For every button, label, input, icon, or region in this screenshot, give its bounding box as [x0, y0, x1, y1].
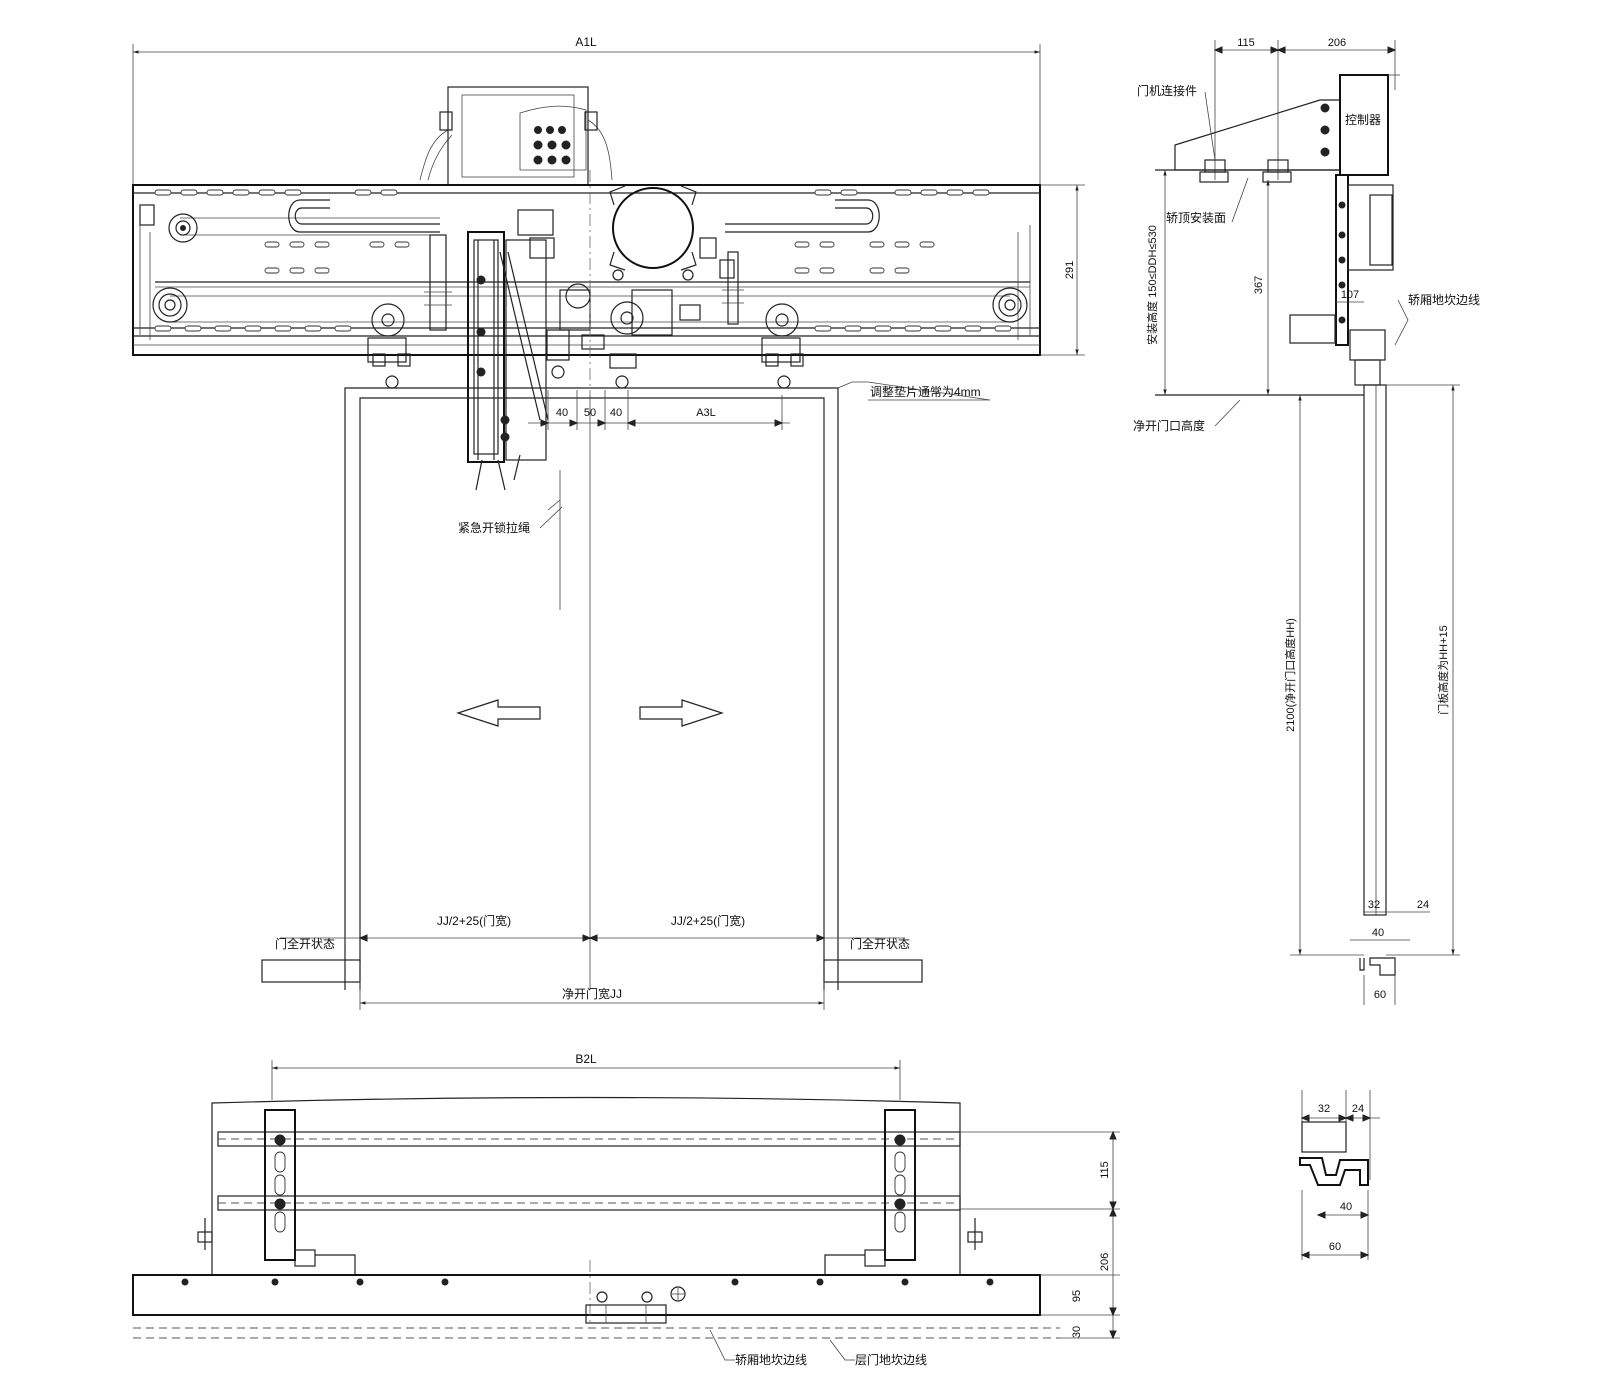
dim-2100: 2100(净开门口高度HH)	[1283, 618, 1297, 732]
dim-half-width-right: JJ/2+25(门宽)	[671, 913, 745, 928]
side-view: 115 206 门机连接件 控制器 轿顶安装面	[1133, 37, 1480, 1005]
label-car-top-surface: 轿顶安装面	[1166, 210, 1226, 225]
label-car-sill-edge: 轿厢地坎边线	[735, 1352, 807, 1367]
top-dim-30: 30	[1071, 1326, 1083, 1338]
dim-206: 206	[1328, 37, 1346, 49]
side-dim-32: 32	[1368, 899, 1380, 911]
top-dim-95: 95	[1071, 1290, 1083, 1302]
hanger-roller-left	[367, 303, 411, 389]
header-slots	[154, 189, 1012, 332]
arrow-right-icon	[639, 699, 724, 727]
arrow-left-icon	[456, 699, 541, 727]
side-dim-40: 40	[1372, 927, 1384, 939]
dim-107: 107	[1341, 289, 1359, 301]
detail-view: 32 24 40 60	[1299, 1090, 1380, 1260]
pulley-left	[152, 287, 188, 323]
dim-40-left: 40	[556, 407, 568, 419]
top-view: B2L	[132, 1052, 1120, 1367]
label-landing-sill-edge: 层门地坎边线	[855, 1352, 927, 1367]
controller-box	[419, 86, 613, 186]
hanger-roller-center	[609, 301, 644, 389]
side-dim-24: 24	[1417, 899, 1429, 911]
pulley-right	[992, 287, 1028, 323]
detail-dim-24: 24	[1352, 1103, 1364, 1115]
detail-dim-60: 60	[1329, 1241, 1341, 1253]
operator-header	[132, 184, 1041, 356]
dim-clear-width: 净开门宽JJ	[562, 986, 622, 1001]
door-knife-assembly	[424, 209, 744, 491]
top-dim-115: 115	[1099, 1161, 1111, 1179]
dim-panel-height: 门板高度为HH+15	[1436, 625, 1450, 715]
label-car-sill-line: 轿厢地坎边线	[1408, 292, 1480, 307]
label-connector: 门机连接件	[1137, 83, 1197, 98]
dim-50: 50	[584, 407, 596, 419]
dim-a3l: A3L	[696, 407, 716, 419]
label-emergency-rope: 紧急开锁拉绳	[458, 520, 530, 535]
dim-367: 367	[1253, 276, 1265, 294]
detail-dim-40: 40	[1340, 1201, 1352, 1213]
label-fully-open-right: 门全开状态	[850, 936, 910, 951]
label-clear-height: 净开门口高度	[1133, 418, 1205, 433]
front-view: A1L	[132, 35, 1085, 1010]
dim-40-right: 40	[610, 407, 622, 419]
motor	[609, 185, 697, 281]
dim-half-width-left: JJ/2+25(门宽)	[437, 913, 511, 928]
door-frame	[344, 387, 839, 990]
detail-dim-32: 32	[1318, 1103, 1330, 1115]
label-fully-open-left: 门全开状态	[275, 936, 335, 951]
hanger-roller-right	[761, 303, 804, 389]
top-bracket-left	[264, 1109, 316, 1267]
label-adjust-shim: 调整垫片通常为4mm	[870, 384, 981, 399]
dim-b2l: B2L	[575, 1052, 597, 1066]
dim-install-height: 安装高度 150≤DDH≤530	[1145, 225, 1159, 345]
top-dim-206: 206	[1099, 1253, 1111, 1271]
side-dim-60: 60	[1374, 989, 1386, 1001]
dim-115: 115	[1237, 37, 1255, 49]
dim-a1l: A1L	[575, 35, 597, 49]
pulley-left-top	[139, 204, 198, 243]
top-bracket-right	[864, 1109, 916, 1267]
dim-291: 291	[1064, 261, 1076, 279]
label-controller: 控制器	[1345, 113, 1381, 127]
